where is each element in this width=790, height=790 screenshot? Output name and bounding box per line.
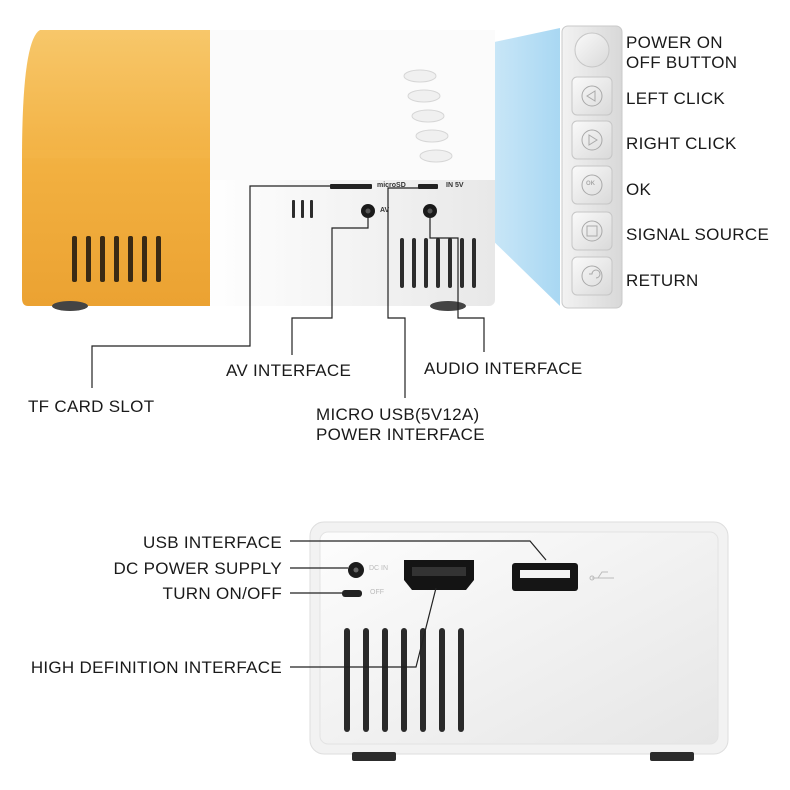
- back-foot-right: [650, 752, 694, 761]
- off-print: OFF: [370, 589, 384, 596]
- projector-orange-shell: [22, 30, 210, 306]
- left-click-label: LEFT CLICK: [626, 89, 726, 108]
- power-switch: [342, 590, 362, 597]
- white-vents: [400, 238, 476, 288]
- back-foot-left: [352, 752, 396, 761]
- return-icon: [589, 269, 601, 279]
- turn-on-off-label: TURN ON/OFF: [162, 584, 282, 603]
- dc-in-print: DC IN: [369, 565, 389, 572]
- dc-power-supply-label: DC POWER SUPPLY: [113, 559, 282, 578]
- return-label: RETURN: [626, 271, 699, 290]
- av-interface-label: AV INTERFACE: [226, 361, 352, 380]
- power-button-label: POWER ON OFF BUTTON: [626, 33, 738, 72]
- micro-usb-port: [418, 184, 438, 189]
- usb-icon: [589, 571, 614, 581]
- hdmi-interface-label: HIGH DEFINITION INTERFACE: [30, 658, 282, 677]
- bottom-leader-lines: [290, 540, 547, 668]
- left-arrow-icon: [586, 90, 596, 102]
- microsd-slot: [330, 184, 372, 189]
- ok-button-glyph: OK: [586, 181, 595, 187]
- foot-right: [430, 301, 466, 311]
- orange-vents: [72, 236, 161, 282]
- back-vents: [344, 628, 464, 732]
- right-click-label: RIGHT CLICK: [626, 134, 737, 153]
- tf-card-slot-label: TF CARD SLOT: [28, 397, 155, 416]
- audio-interface-label: AUDIO INTERFACE: [424, 359, 583, 378]
- panel-buttons: [571, 76, 613, 296]
- source-icon: [586, 225, 598, 237]
- top-face-buttons: [403, 69, 453, 163]
- power-button: [574, 32, 610, 68]
- in-5v-print: IN 5V: [446, 182, 464, 189]
- small-vents: [292, 200, 313, 218]
- signal-source-label: SIGNAL SOURCE: [626, 225, 770, 244]
- foot-left: [52, 301, 88, 311]
- ok-label: OK: [626, 180, 652, 199]
- microsd-print: microSD: [377, 182, 406, 189]
- right-arrow-icon: [588, 134, 598, 146]
- usb-interface-label: USB INTERFACE: [143, 533, 282, 552]
- av-print: AV: [380, 207, 390, 214]
- top-leader-lines: [91, 185, 485, 398]
- micro-usb-label: MICRO USB(5V12A) POWER INTERFACE: [316, 405, 485, 444]
